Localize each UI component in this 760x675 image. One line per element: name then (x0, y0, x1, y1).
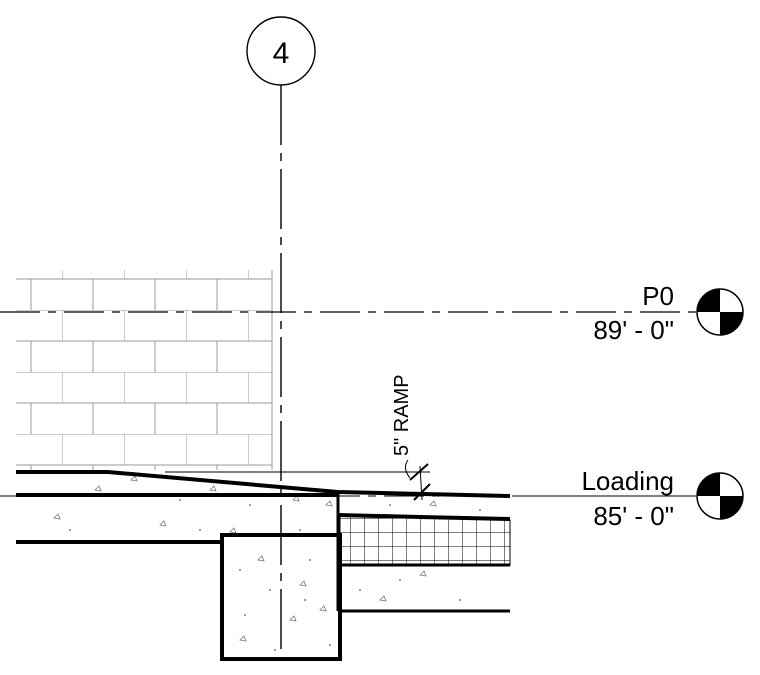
level-line-p0: P0 89' - 0" (0, 281, 696, 345)
ramp-label: 5" RAMP (391, 374, 413, 456)
level-name-loading: Loading (581, 466, 674, 496)
level-elevation-loading: 85' - 0" (593, 501, 674, 531)
grid-bubble-4: 4 (246, 16, 316, 86)
level-marker-loading-icon (696, 472, 744, 520)
section-lines (16, 470, 511, 613)
brick-wall (16, 270, 273, 470)
ramp-dimension: 5" RAMP (165, 374, 431, 501)
level-line-loading: Loading 85' - 0" (0, 466, 696, 531)
level-elevation-p0: 89' - 0" (593, 315, 674, 345)
level-name-p0: P0 (642, 281, 674, 311)
hatched-fill (339, 514, 511, 566)
grid-label: 4 (273, 37, 290, 70)
level-marker-p0-icon (696, 288, 744, 336)
